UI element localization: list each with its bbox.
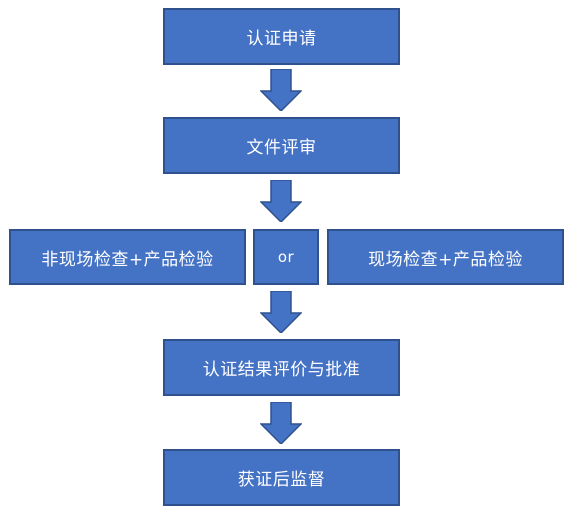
down-arrow-1 (260, 69, 302, 111)
down-arrow-3 (260, 291, 302, 333)
step-offsite-inspection-product-testing: 非现场检查+产品检验 (9, 229, 246, 285)
step-certification-application: 认证申请 (163, 8, 400, 65)
down-arrow-2 (260, 180, 302, 222)
down-arrow-4 (260, 402, 302, 444)
or-connector: or (253, 229, 319, 285)
step-document-review: 文件评审 (163, 117, 400, 174)
step-result-evaluation-approval: 认证结果评价与批准 (163, 339, 400, 396)
step-onsite-inspection-product-testing: 现场检查+产品检验 (327, 229, 564, 285)
step-post-certification-surveillance: 获证后监督 (163, 449, 400, 506)
